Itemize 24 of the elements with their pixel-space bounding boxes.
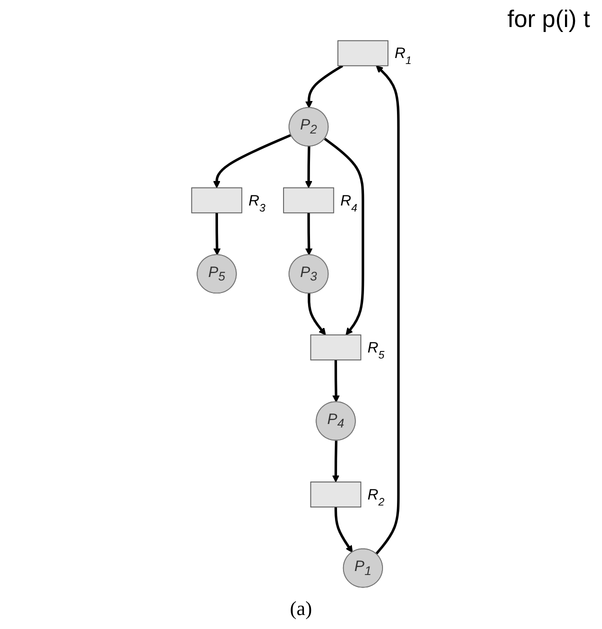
node-box [310, 482, 362, 508]
arrow [376, 65, 400, 555]
arrow [214, 212, 221, 256]
arrow [305, 212, 313, 256]
note-text: for p(i) t [507, 6, 590, 33]
arrow [334, 507, 353, 553]
resource-allocation-graph: P$_{5}$ P$_{1}$ P$_{2}$ P$_{3}$ P$_{4}$ R$_{1}$ R$_{3}$ R$_{4}$ R$_{5}$ R$_{2}$ [185, 34, 417, 594]
node-box [283, 187, 334, 214]
resource-label: R$_{3}$ [248, 192, 266, 214]
arrow [213, 134, 292, 188]
node-box [191, 187, 242, 214]
node-box [338, 40, 389, 66]
node-box [310, 334, 362, 360]
arrow [332, 440, 340, 482]
arrow [305, 146, 313, 188]
arrow [308, 294, 326, 336]
arrow [324, 138, 364, 336]
resource-label: R$_{1}$ [394, 45, 412, 68]
resource-label: R$_{2}$ [368, 486, 385, 509]
resource-label: R$_{5}$ [368, 339, 385, 362]
caption: (a) [290, 598, 312, 621]
arrow [305, 64, 344, 108]
arrow [332, 360, 340, 402]
resource-label: R$_{4}$ [340, 192, 358, 214]
